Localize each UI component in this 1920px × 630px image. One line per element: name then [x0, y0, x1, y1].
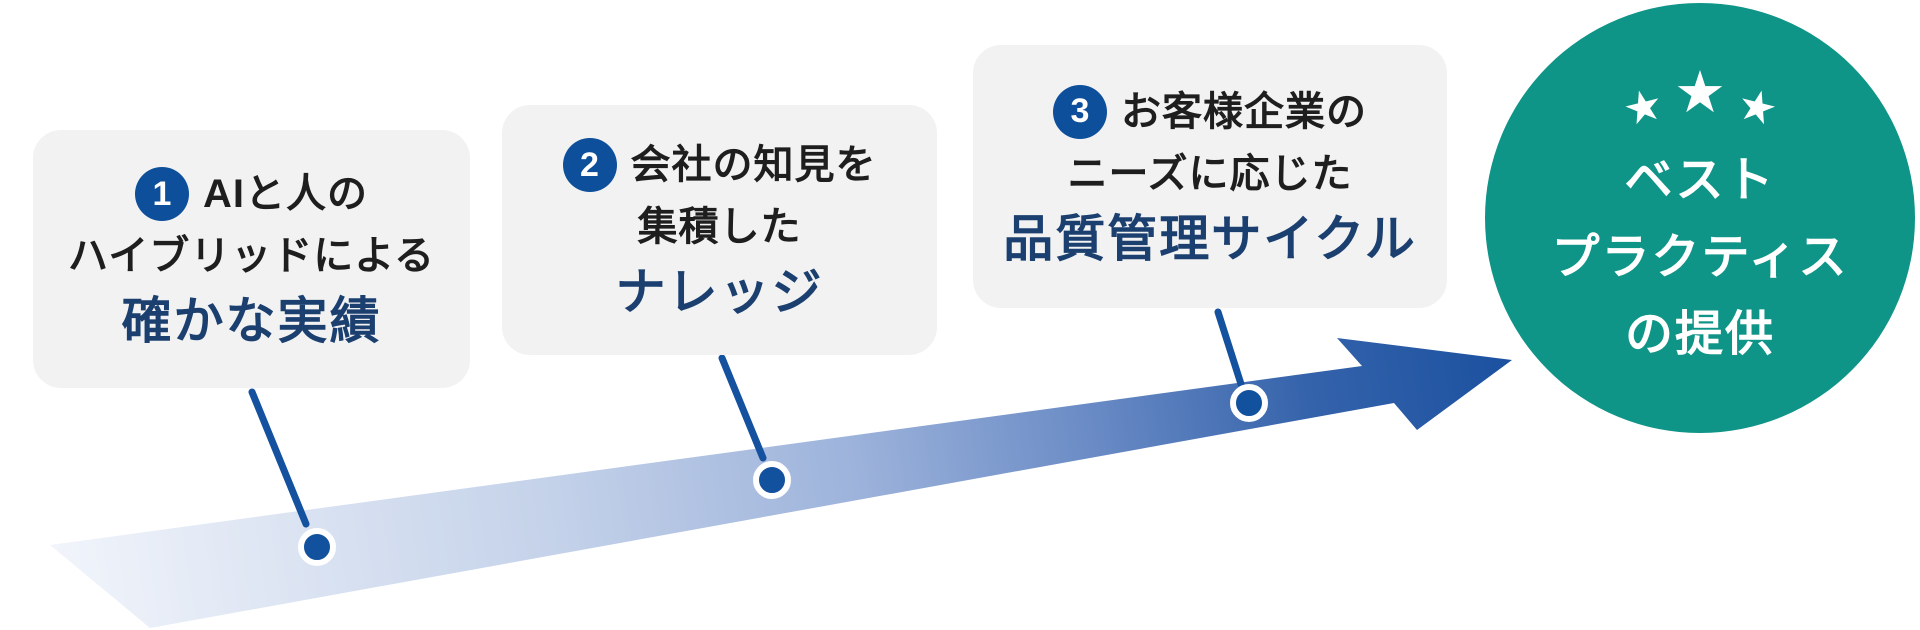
- goal-line-3: の提供: [1624, 307, 1775, 361]
- step-2-highlight: ナレッジ: [615, 264, 824, 320]
- step-3-highlight: 品質管理サイクル: [1003, 210, 1417, 267]
- step-3-line-2: ニーズに応じた: [1067, 151, 1353, 196]
- star-icon: ★: [1617, 78, 1668, 136]
- step-3-number-badge: 3: [1053, 84, 1107, 139]
- milestone-dot-3: [1230, 384, 1268, 422]
- step-3-title-row: 3 お客様企業の: [1053, 84, 1367, 139]
- stars-row: ★ ★ ★: [1618, 59, 1783, 135]
- star-icon: ★: [1674, 59, 1726, 125]
- step-2-line-1: 会社の知見を: [630, 143, 877, 187]
- connector-line-1: [248, 388, 310, 528]
- step-1-line-2: ハイブリッドによる: [68, 234, 435, 278]
- step-1-highlight: 確かな実績: [121, 293, 382, 349]
- step-2-title-row: 2 会社の知見を: [562, 138, 877, 192]
- step-1-number-badge: 1: [135, 167, 189, 221]
- goal-circle: ★ ★ ★ ベスト プラクティス の提供: [1485, 3, 1915, 433]
- step-2-number-badge: 2: [562, 138, 617, 192]
- step-2-line-2: 集積した: [637, 205, 802, 249]
- connector-line-3: [1214, 308, 1245, 388]
- step-card-2: 2 会社の知見を 集積した ナレッジ: [502, 105, 937, 355]
- star-icon: ★: [1732, 78, 1783, 136]
- step-card-3: 3 お客様企業の ニーズに応じた 品質管理サイクル: [973, 45, 1447, 308]
- connector-line-2: [718, 354, 767, 462]
- goal-line-1: ベスト: [1624, 153, 1776, 207]
- step-card-1: 1 AIと人の ハイブリッドによる 確かな実績: [33, 130, 470, 388]
- step-3-line-1: お客様企業の: [1121, 89, 1367, 134]
- step-1-title-row: 1 AIと人の: [135, 167, 368, 221]
- milestone-dot-2: [753, 461, 791, 499]
- milestone-dot-1: [298, 528, 336, 566]
- step-1-line-1: AIと人の: [203, 172, 368, 216]
- goal-line-2: プラクティス: [1551, 230, 1849, 284]
